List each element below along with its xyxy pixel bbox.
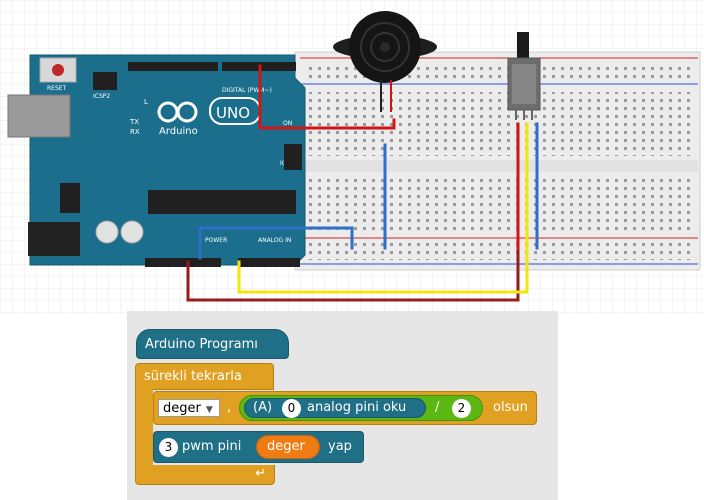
comma-label: , bbox=[227, 400, 232, 415]
analog-read-block[interactable]: (A) 0 analog pini oku bbox=[244, 398, 426, 418]
analog-pin-value: 0 bbox=[287, 401, 296, 415]
voltage-regulator bbox=[60, 183, 80, 213]
analog-prefix: (A) bbox=[253, 400, 273, 415]
potentiometer bbox=[507, 32, 541, 120]
power-jack bbox=[28, 222, 80, 256]
forever-loop-bottom: ↵ bbox=[135, 465, 275, 485]
l-led-label: L bbox=[144, 98, 148, 106]
arduino-program-block[interactable]: Arduino Programı bbox=[136, 329, 289, 359]
rx-label: RX bbox=[130, 128, 140, 136]
digital-label: DIGITAL (PWM~) bbox=[222, 87, 272, 94]
wire-buzzer-red bbox=[258, 64, 396, 130]
usb-port bbox=[7, 94, 71, 138]
capacitor-left bbox=[95, 220, 119, 244]
board-model: UNO bbox=[216, 104, 250, 122]
wires bbox=[186, 64, 539, 302]
wire-analog bbox=[237, 122, 529, 294]
pwm-suffix: yap bbox=[328, 439, 352, 454]
analog-header bbox=[238, 258, 300, 267]
divide-operator: / bbox=[435, 400, 440, 415]
circuit-diagram: RESET ICSP2 DIGITAL (PWM~) L TX RX ON Ar… bbox=[0, 0, 704, 315]
capacitor-right bbox=[120, 220, 144, 244]
loop-return-icon: ↵ bbox=[255, 466, 266, 481]
program-title: Arduino Programı bbox=[145, 337, 258, 352]
buzzer bbox=[333, 11, 437, 112]
pwm-label: pwm pini bbox=[182, 439, 242, 454]
forever-loop-side bbox=[135, 389, 153, 471]
set-variable-block[interactable]: deger ▼ , (A) 0 analog pini oku / 2 olsun bbox=[153, 391, 537, 425]
divisor-input[interactable]: 2 bbox=[452, 399, 471, 418]
loop-label: sürekli tekrarla bbox=[144, 369, 242, 384]
icsp2-header bbox=[93, 72, 117, 90]
power-header bbox=[145, 258, 221, 267]
board-name: Arduino bbox=[159, 126, 198, 137]
analog-read-label: analog pini oku bbox=[307, 400, 407, 415]
tx-label: TX bbox=[129, 118, 139, 126]
icsp-header bbox=[284, 144, 302, 170]
power-label: POWER bbox=[205, 237, 227, 244]
code-workspace: Arduino Programı sürekli tekrarla ↵ dege… bbox=[127, 311, 558, 500]
digital-header-left bbox=[128, 62, 218, 71]
reset-label: RESET bbox=[47, 85, 67, 92]
breadboard bbox=[294, 51, 701, 271]
on-label: ON bbox=[283, 120, 292, 127]
dropdown-caret-icon: ▼ bbox=[205, 405, 213, 415]
microcontroller-chip bbox=[148, 190, 296, 214]
icsp2-label: ICSP2 bbox=[93, 93, 110, 100]
wire-gnd-board bbox=[198, 226, 354, 260]
analog-in-label: ANALOG IN bbox=[258, 237, 291, 244]
pwm-write-block[interactable]: 3 pwm pini deger yap bbox=[153, 431, 364, 463]
forever-loop-block[interactable]: sürekli tekrarla bbox=[135, 363, 274, 390]
assign-suffix: olsun bbox=[493, 400, 528, 415]
variable-dropdown[interactable]: deger ▼ bbox=[158, 399, 220, 417]
pwm-pin-value: 3 bbox=[164, 440, 173, 454]
variable-reporter-label: deger bbox=[267, 439, 305, 454]
variable-dropdown-value: deger bbox=[163, 401, 201, 416]
divisor-value: 2 bbox=[457, 401, 466, 415]
analog-pin-input[interactable]: 0 bbox=[282, 399, 301, 418]
variable-reporter[interactable]: deger bbox=[256, 435, 320, 459]
arduino-board: RESET ICSP2 DIGITAL (PWM~) L TX RX ON Ar… bbox=[7, 54, 306, 267]
pwm-pin-input[interactable]: 3 bbox=[159, 438, 178, 457]
divide-block[interactable]: (A) 0 analog pini oku / 2 bbox=[239, 395, 483, 421]
